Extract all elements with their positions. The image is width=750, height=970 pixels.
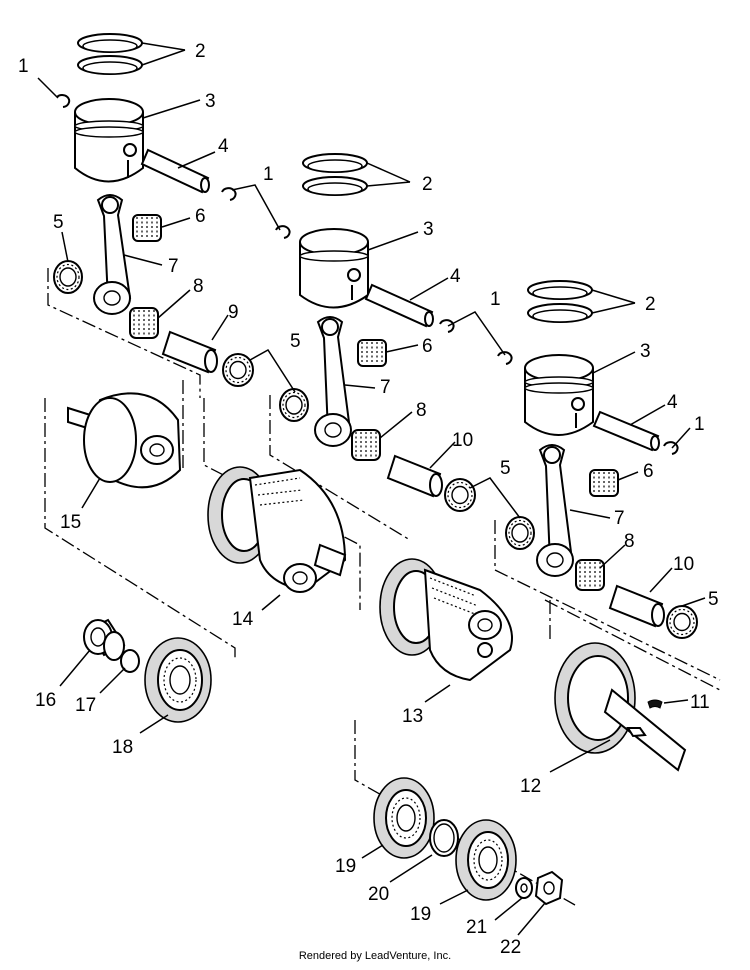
callout-4: 4 [667,392,678,413]
crank-section-13 [379,558,513,682]
callout-17: 17 [75,695,96,716]
oring-20 [429,819,459,857]
leader-lines [37,42,706,936]
thrust-washer-6 [666,605,698,639]
callout-18: 18 [112,737,133,758]
nut-22 [534,870,564,906]
footer-credit: Rendered by LeadVenture, Inc. [298,950,452,962]
callout-7: 7 [168,256,179,277]
callout-19: 19 [335,856,356,877]
callout-11: 11 [690,692,710,713]
crank-section-14 [207,466,347,593]
callout-7: 7 [614,508,625,529]
needle-bearing-small-1 [132,214,162,242]
callout-2: 2 [645,294,656,315]
callout-2: 2 [422,174,433,195]
callout-6: 6 [422,336,433,357]
callout-5: 5 [290,331,301,352]
sleeve-9 [161,330,218,374]
piston-pin-2 [364,283,434,328]
circlip-1a [56,94,71,108]
callout-8: 8 [416,400,427,421]
piston-1 [74,98,144,183]
callout-3: 3 [423,219,434,240]
piston-pin-3 [592,410,660,452]
bearing-16 [83,618,126,661]
callout-15: 15 [60,512,81,533]
callout-9: 9 [228,302,239,323]
connecting-rod-2 [314,316,352,447]
sleeve-10b [608,584,665,628]
callout-13: 13 [402,706,423,727]
callout-6: 6 [643,461,654,482]
needle-bearing-large-2 [351,429,381,461]
thrust-washer-4 [444,478,476,512]
thrust-washer-1 [53,260,83,294]
circlip-2b [439,319,455,333]
piston-ring-set-1 [77,33,143,75]
callout-10: 10 [452,430,473,451]
callout-1: 1 [263,164,274,185]
connecting-rod-3 [536,444,574,577]
ball-bearing-19b [455,819,517,901]
callout-1: 1 [490,289,501,310]
piston-pin-1 [140,148,210,194]
washer-21 [515,877,533,899]
callout-6: 6 [195,206,206,227]
callout-8: 8 [624,531,635,552]
needle-bearing-large-3 [575,559,605,591]
callout-22: 22 [500,937,521,958]
connecting-rod-1 [93,194,132,315]
callout-12: 12 [520,776,541,797]
callout-4: 4 [218,136,229,157]
callout-4: 4 [450,266,461,287]
callout-1: 1 [694,414,705,435]
callout-10: 10 [673,554,694,575]
callout-19: 19 [410,904,431,925]
callout-labels: 1 2 3 4 1 2 5 6 3 7 4 8 9 1 2 5 6 3 7 4 … [18,41,719,958]
thrust-washer-2 [222,353,254,387]
woodruff-key-11 [647,699,663,709]
callout-5: 5 [708,589,719,610]
callout-5: 5 [500,458,511,479]
ball-bearing-19a [373,777,435,859]
callout-3: 3 [640,341,651,362]
callout-20: 20 [368,884,389,905]
callout-5: 5 [53,212,64,233]
callout-2: 2 [195,41,206,62]
circlip-3a [497,351,513,365]
needle-bearing-small-3 [589,469,619,497]
crank-end-section-12 [554,642,687,772]
callout-1: 1 [18,56,29,77]
piston-ring-set-2 [302,153,368,196]
piston-ring-set-3 [527,280,593,323]
callout-14: 14 [232,609,254,630]
callout-16: 16 [35,690,56,711]
piston-2 [299,228,369,309]
oring-17 [120,649,140,673]
needle-bearing-large-1 [129,307,159,339]
thrust-washer-3 [279,388,309,422]
callout-8: 8 [193,276,204,297]
callout-7: 7 [380,377,391,398]
needle-bearing-small-2 [357,339,387,367]
thrust-washer-5 [505,516,535,550]
piston-3 [524,354,594,436]
crank-end-section-15 [67,392,182,489]
callout-21: 21 [466,917,487,938]
callout-3: 3 [205,91,216,112]
ball-bearing-18 [144,637,212,723]
sleeve-10a [386,454,443,498]
